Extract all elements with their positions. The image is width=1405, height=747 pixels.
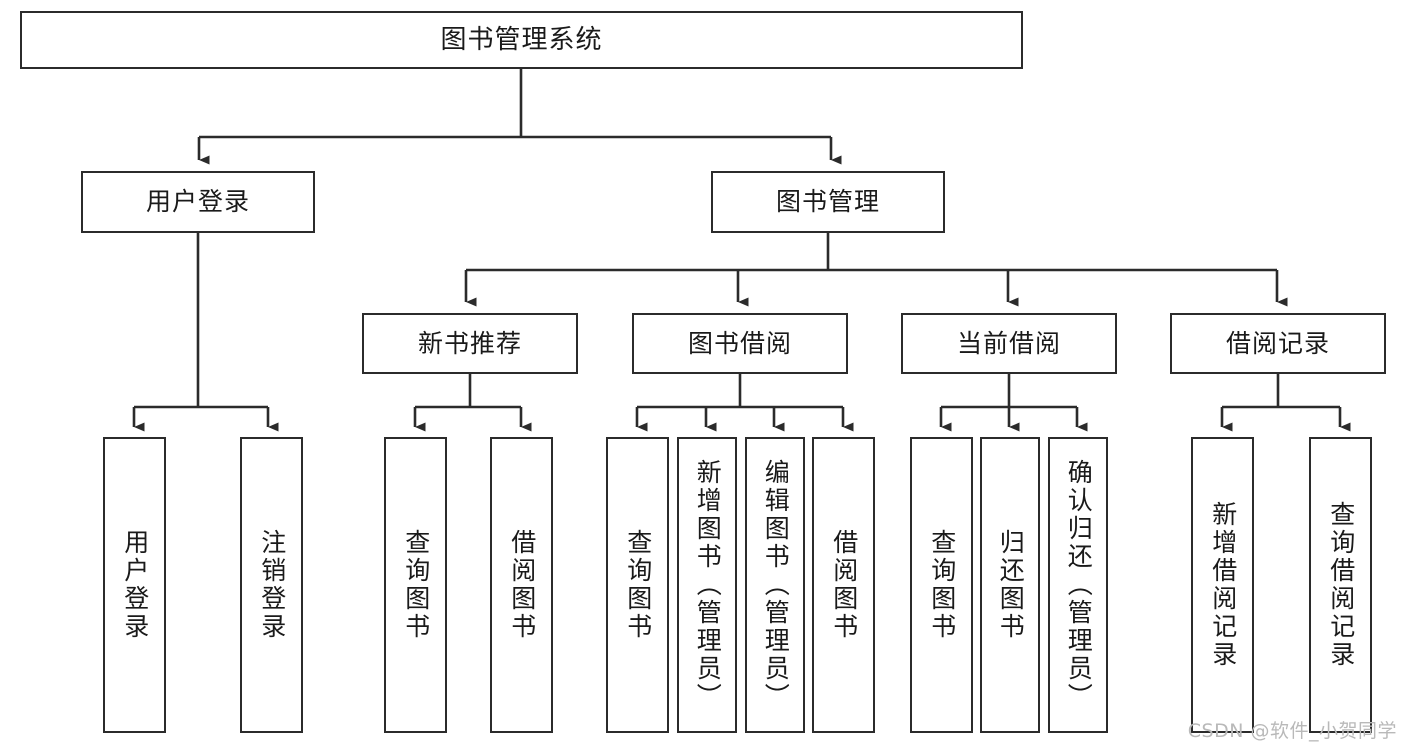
node-current-borrow[interactable]: 当前借阅 — [901, 313, 1117, 374]
node-label: 当前借阅 — [956, 328, 1061, 358]
node-label: 借阅图书 — [829, 529, 859, 641]
node-borrow-records[interactable]: 借阅记录 — [1170, 313, 1386, 374]
node-label: 注销登录 — [257, 529, 287, 641]
node-label: 新书推荐 — [417, 328, 522, 358]
node-label: 归还图书 — [996, 529, 1026, 641]
leaf-borrow-borrow-book[interactable]: 借阅图书 — [812, 437, 875, 733]
leaf-current-query-book[interactable]: 查询图书 — [910, 437, 973, 733]
node-label: 编辑图书（管理员） — [761, 459, 791, 711]
leaf-user-login-login[interactable]: 用户登录 — [103, 437, 166, 733]
node-label: 查询图书 — [623, 529, 653, 641]
node-label: 确认归还（管理员） — [1064, 459, 1094, 711]
leaf-records-query-record[interactable]: 查询借阅记录 — [1309, 437, 1372, 733]
node-root-system[interactable]: 图书管理系统 — [20, 11, 1023, 69]
node-label: 新增图书（管理员） — [693, 459, 723, 711]
leaf-borrow-edit-book-admin[interactable]: 编辑图书（管理员） — [745, 437, 805, 733]
node-label: 查询借阅记录 — [1326, 501, 1356, 669]
node-label: 用户登录 — [120, 529, 150, 641]
node-book-borrow[interactable]: 图书借阅 — [632, 313, 848, 374]
leaf-recommend-query-book[interactable]: 查询图书 — [384, 437, 447, 733]
leaf-user-login-logout[interactable]: 注销登录 — [240, 437, 303, 733]
node-book-management[interactable]: 图书管理 — [711, 171, 945, 233]
node-label: 用户登录 — [145, 187, 250, 217]
node-user-login[interactable]: 用户登录 — [81, 171, 315, 233]
node-label: 图书管理 — [775, 187, 880, 217]
node-label: 新增借阅记录 — [1208, 501, 1238, 669]
node-label: 借阅记录 — [1225, 328, 1330, 358]
leaf-current-return-book[interactable]: 归还图书 — [980, 437, 1040, 733]
leaf-borrow-add-book-admin[interactable]: 新增图书（管理员） — [677, 437, 737, 733]
node-label: 查询图书 — [927, 529, 957, 641]
leaf-borrow-query-book[interactable]: 查询图书 — [606, 437, 669, 733]
leaf-recommend-borrow-book[interactable]: 借阅图书 — [490, 437, 553, 733]
node-label: 图书管理系统 — [440, 24, 603, 55]
leaf-current-confirm-return-admin[interactable]: 确认归还（管理员） — [1048, 437, 1108, 733]
node-label: 借阅图书 — [507, 529, 537, 641]
node-new-book-recommend[interactable]: 新书推荐 — [362, 313, 578, 374]
node-label: 查询图书 — [401, 529, 431, 641]
watermark: CSDN @软件_小贺同学 — [1187, 720, 1397, 742]
node-label: 图书借阅 — [687, 328, 792, 358]
leaf-records-add-record[interactable]: 新增借阅记录 — [1191, 437, 1254, 733]
